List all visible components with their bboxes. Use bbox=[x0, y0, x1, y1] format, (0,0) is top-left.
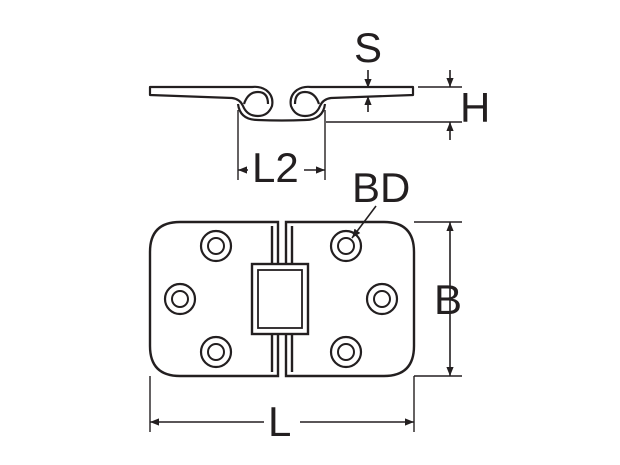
dimension-l2: L2 bbox=[237, 110, 326, 191]
screw-hole-right-top bbox=[329, 229, 363, 263]
dimension-l: L bbox=[149, 376, 415, 445]
screw-hole-left-bottom bbox=[199, 335, 233, 369]
dimension-bd: BD bbox=[351, 164, 410, 239]
dimension-h: H bbox=[326, 70, 490, 140]
screw-hole-left-middle bbox=[163, 282, 197, 316]
right-knuckle-inner bbox=[293, 90, 321, 105]
label-b: B bbox=[434, 276, 462, 323]
right-leaf bbox=[284, 220, 416, 378]
screw-hole-right-middle bbox=[365, 282, 399, 316]
dimension-s: S bbox=[354, 24, 382, 112]
screw-hole-left-top bbox=[199, 229, 233, 263]
label-h: H bbox=[460, 84, 490, 131]
left-knuckle-inner bbox=[242, 90, 270, 105]
label-bd: BD bbox=[352, 164, 410, 211]
knuckle-inner bbox=[257, 269, 303, 329]
label-l: L bbox=[268, 398, 291, 445]
left-leaf bbox=[148, 220, 280, 378]
knuckle-cutout bbox=[250, 262, 310, 336]
screw-holes bbox=[163, 229, 399, 369]
screw-hole-right-bottom bbox=[329, 335, 363, 369]
dimension-b: B bbox=[414, 221, 462, 377]
left-leaf-profile bbox=[148, 85, 274, 118]
hinge-side-view bbox=[148, 85, 415, 122]
knuckle-bottom bbox=[236, 103, 327, 122]
label-l2: L2 bbox=[252, 144, 299, 191]
hinge-front-view bbox=[148, 220, 416, 378]
right-leaf-profile bbox=[289, 85, 415, 118]
label-s: S bbox=[354, 24, 382, 71]
